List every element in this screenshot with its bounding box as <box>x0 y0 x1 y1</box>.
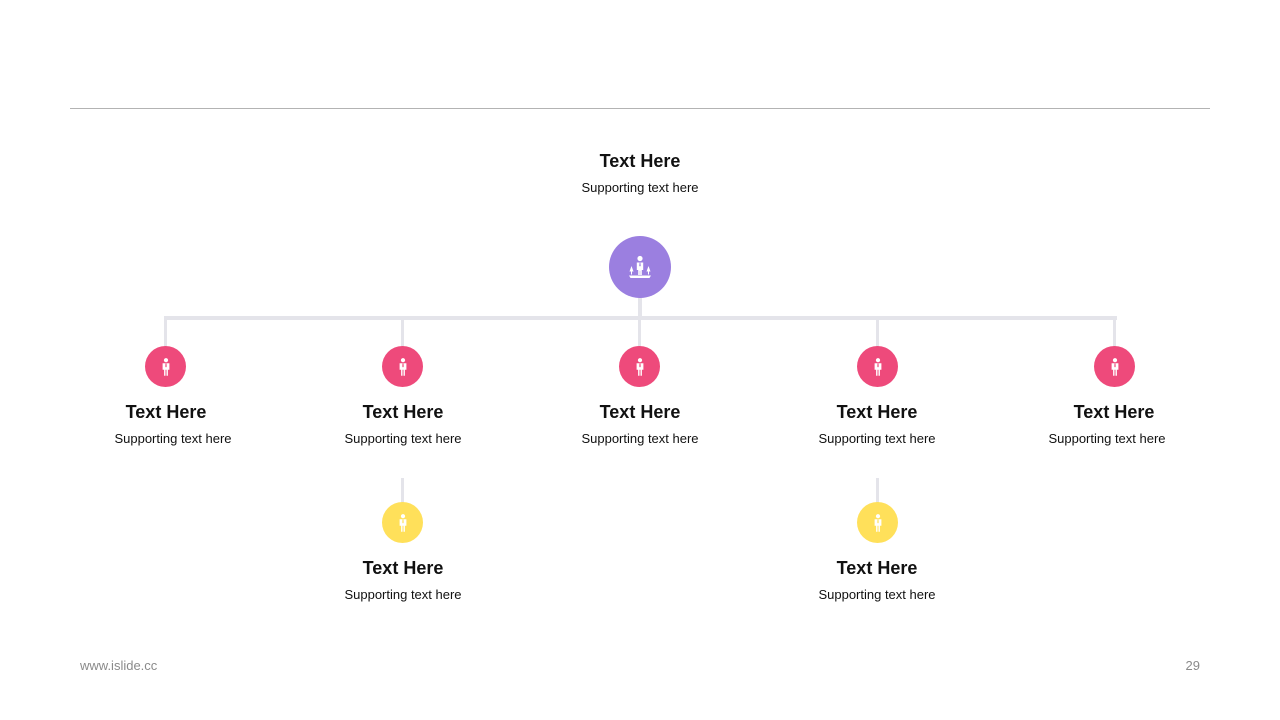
branch-connector-5 <box>1113 316 1116 350</box>
person-icon <box>635 357 645 376</box>
sub-connector-4 <box>876 478 879 508</box>
sub-connector-2 <box>401 478 404 508</box>
person-icon <box>161 357 171 376</box>
node-4-label: Text Here Supporting text here <box>757 401 997 447</box>
node-3-title: Text Here <box>599 402 681 422</box>
root-connector <box>638 290 642 320</box>
node-1 <box>145 346 186 387</box>
node-1-label: Text Here Supporting text here <box>46 401 286 447</box>
branch-connector-3 <box>638 316 641 350</box>
footer-url: www.islide.cc <box>80 658 158 673</box>
business-team-icon <box>627 254 653 280</box>
root-label: Text Here Supporting text here <box>520 150 760 196</box>
node-5 <box>1094 346 1135 387</box>
subnode-4 <box>857 502 898 543</box>
root-subtitle: Supporting text here <box>581 180 699 195</box>
node-5-title: Text Here <box>1073 402 1155 422</box>
subnode-2-label: Text Here Supporting text here <box>283 557 523 603</box>
node-4 <box>857 346 898 387</box>
header-divider <box>70 108 1210 109</box>
subnode-4-subtitle: Supporting text here <box>818 587 936 602</box>
node-2-subtitle: Supporting text here <box>344 431 462 446</box>
page-number: 29 <box>1185 658 1200 673</box>
branch-connector-4 <box>876 316 879 350</box>
root-node <box>609 236 671 298</box>
node-2-title: Text Here <box>362 402 444 422</box>
subnode-4-title: Text Here <box>836 558 918 578</box>
person-icon <box>398 357 408 376</box>
subnode-2-title: Text Here <box>362 558 444 578</box>
node-3 <box>619 346 660 387</box>
node-3-label: Text Here Supporting text here <box>520 401 760 447</box>
subnode-2 <box>382 502 423 543</box>
node-5-label: Text Here Supporting text here <box>994 401 1234 447</box>
person-icon <box>1110 357 1120 376</box>
node-2 <box>382 346 423 387</box>
node-4-title: Text Here <box>836 402 918 422</box>
node-5-subtitle: Supporting text here <box>1048 431 1166 446</box>
person-icon <box>873 513 883 532</box>
person-icon <box>873 357 883 376</box>
node-1-title: Text Here <box>125 402 207 422</box>
subnode-2-subtitle: Supporting text here <box>344 587 462 602</box>
node-1-subtitle: Supporting text here <box>114 431 232 446</box>
branch-connector-2 <box>401 316 404 350</box>
node-3-subtitle: Supporting text here <box>581 431 699 446</box>
root-title: Text Here <box>599 151 681 171</box>
node-4-subtitle: Supporting text here <box>818 431 936 446</box>
person-icon <box>398 513 408 532</box>
subnode-4-label: Text Here Supporting text here <box>757 557 997 603</box>
node-2-label: Text Here Supporting text here <box>283 401 523 447</box>
branch-connector-1 <box>164 316 167 350</box>
